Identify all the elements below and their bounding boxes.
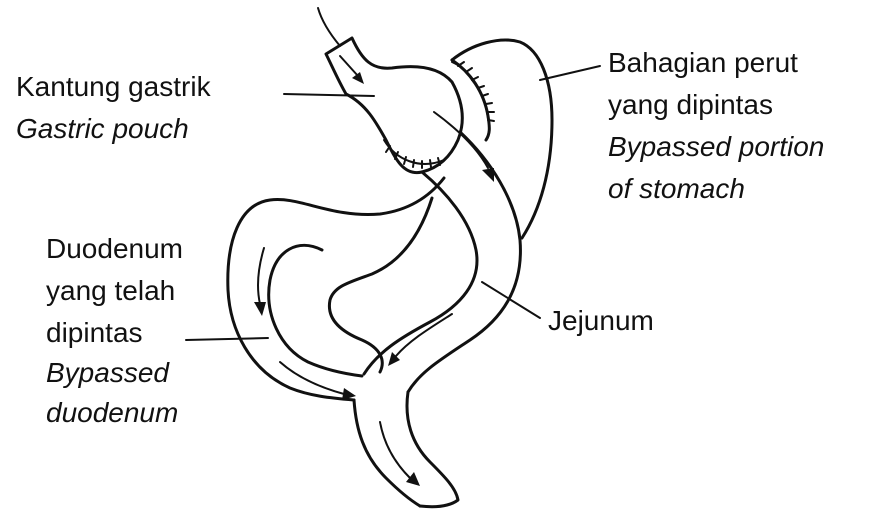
label-gastric-pouch-english: Gastric pouch <box>16 112 189 146</box>
label-duodenum-malay-3: dipintas <box>46 316 143 350</box>
leader-jejunum <box>482 282 540 318</box>
label-bypassed-stomach-malay-1: Bahagian perut <box>608 46 798 80</box>
label-duodenum-english-2: duodenum <box>46 396 178 430</box>
esophagus-line <box>318 8 340 46</box>
jejunum-inner-wall <box>364 172 477 374</box>
label-duodenum-english-1: Bypassed <box>46 356 169 390</box>
leader-bypassed-duodenum <box>186 338 268 340</box>
bypassed-stomach-staple-line <box>452 62 494 121</box>
leader-gastric-pouch <box>284 94 374 96</box>
leader-bypassed-stomach <box>540 66 600 80</box>
common-limb-left-wall <box>354 400 420 506</box>
label-bypassed-stomach-english-1: Bypassed portion <box>608 130 824 164</box>
label-gastric-pouch-malay: Kantung gastrik <box>16 70 211 104</box>
label-jejunum: Jejunum <box>548 304 654 338</box>
label-bypassed-stomach-english-2: of stomach <box>608 172 745 206</box>
duodenum-inner-wall <box>329 198 432 372</box>
label-duodenum-malay-1: Duodenum <box>46 232 183 266</box>
duodenum-inner-loop <box>269 245 362 376</box>
common-limb-right-wall <box>407 392 458 507</box>
label-duodenum-malay-2: yang telah <box>46 274 175 308</box>
label-bypassed-stomach-malay-2: yang dipintas <box>608 88 773 122</box>
